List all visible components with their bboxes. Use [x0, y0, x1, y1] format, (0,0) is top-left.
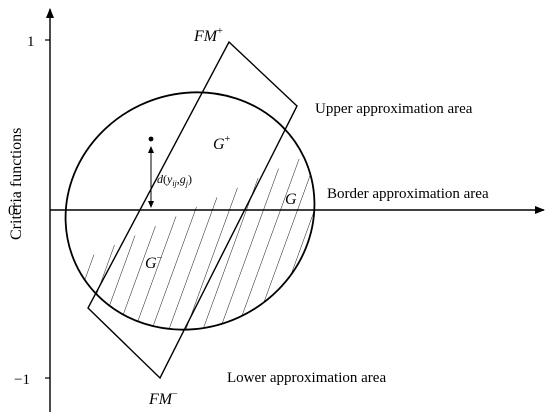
g-label: G — [285, 191, 297, 208]
alternative-point — [148, 136, 154, 142]
distance-label: d(yij,gj) — [157, 172, 192, 188]
tick-label-zero: 0 — [8, 203, 16, 219]
upper-area-label: Upper approximation area — [315, 101, 473, 117]
g-minus-label: G− — [145, 253, 163, 272]
border-area-label: Border approximation area — [327, 186, 489, 202]
lower-area-label: Lower approximation area — [227, 370, 386, 386]
g-plus-label: G+ — [213, 134, 231, 153]
y-axis-label: Criteria functions — [8, 128, 25, 240]
lower-area-hatching — [65, 92, 315, 330]
approximation-diamond — [87, 40, 298, 380]
fm-plus-label: FM+ — [193, 26, 223, 45]
tick-label-bottom: −1 — [14, 372, 30, 388]
set-g-ellipse — [64, 91, 316, 331]
tick-label-top: 1 — [27, 34, 35, 50]
fm-minus-label: FM− — [148, 389, 178, 408]
